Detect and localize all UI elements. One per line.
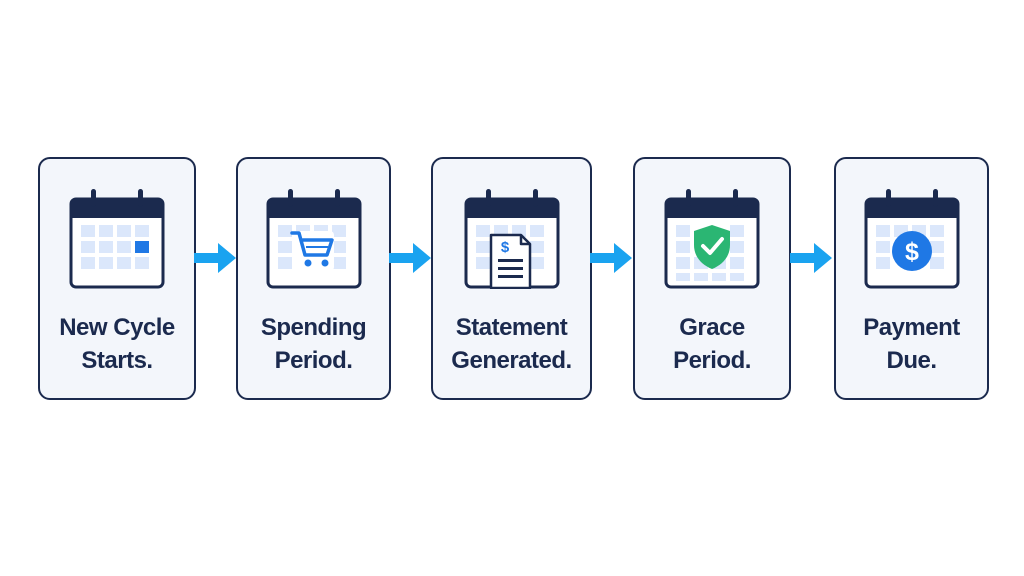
- step-label-line-1: Spending: [260, 314, 367, 341]
- step-card-statement-generated: $ Statement Generated.: [431, 157, 592, 400]
- step-label-line-1: Statement: [455, 314, 568, 341]
- calendar-cart-icon: [266, 189, 361, 289]
- highlighted-day: [135, 241, 149, 253]
- step-label-line-2: Starts.: [81, 347, 153, 374]
- arrow-right-icon: [194, 243, 236, 273]
- step-card-new-cycle: New Cycle Starts.: [38, 157, 196, 400]
- step-label: Statement Generated.: [433, 311, 590, 377]
- step-card-spending-period: Spending Period.: [236, 157, 391, 400]
- step-label: Payment Due.: [836, 311, 987, 377]
- dollar-coin-icon: $: [891, 231, 932, 271]
- statement-dollar-sign: $: [500, 239, 509, 256]
- step-label-line-1: Grace: [679, 314, 745, 341]
- calendar-highlight-icon: [69, 189, 165, 289]
- step-label-line-2: Period.: [673, 347, 751, 374]
- step-label-line-1: New Cycle: [59, 314, 175, 341]
- step-label-line-2: Due.: [886, 347, 937, 374]
- shopping-cart-icon: [289, 231, 334, 271]
- calendar-shield-check-icon: [664, 189, 760, 289]
- arrow-right-icon: [389, 243, 431, 273]
- step-label-line-1: Payment: [863, 314, 960, 341]
- step-label: Spending Period.: [238, 311, 389, 377]
- calendar-dollar-icon: $: [864, 189, 959, 289]
- dollar-sign: $: [905, 238, 919, 266]
- document-icon: $: [489, 233, 531, 289]
- step-card-grace-period: Grace Period.: [633, 157, 791, 400]
- shield-check-icon: [694, 225, 730, 269]
- step-label: New Cycle Starts.: [40, 311, 194, 377]
- calendar-statement-icon: $: [464, 189, 559, 289]
- arrow-right-icon: [590, 243, 632, 273]
- step-label: Grace Period.: [635, 311, 789, 377]
- arrow-right-icon: [790, 243, 832, 273]
- step-card-payment-due: $ Payment Due.: [834, 157, 989, 400]
- step-label-line-2: Period.: [274, 347, 353, 374]
- step-label-line-2: Generated.: [451, 347, 572, 374]
